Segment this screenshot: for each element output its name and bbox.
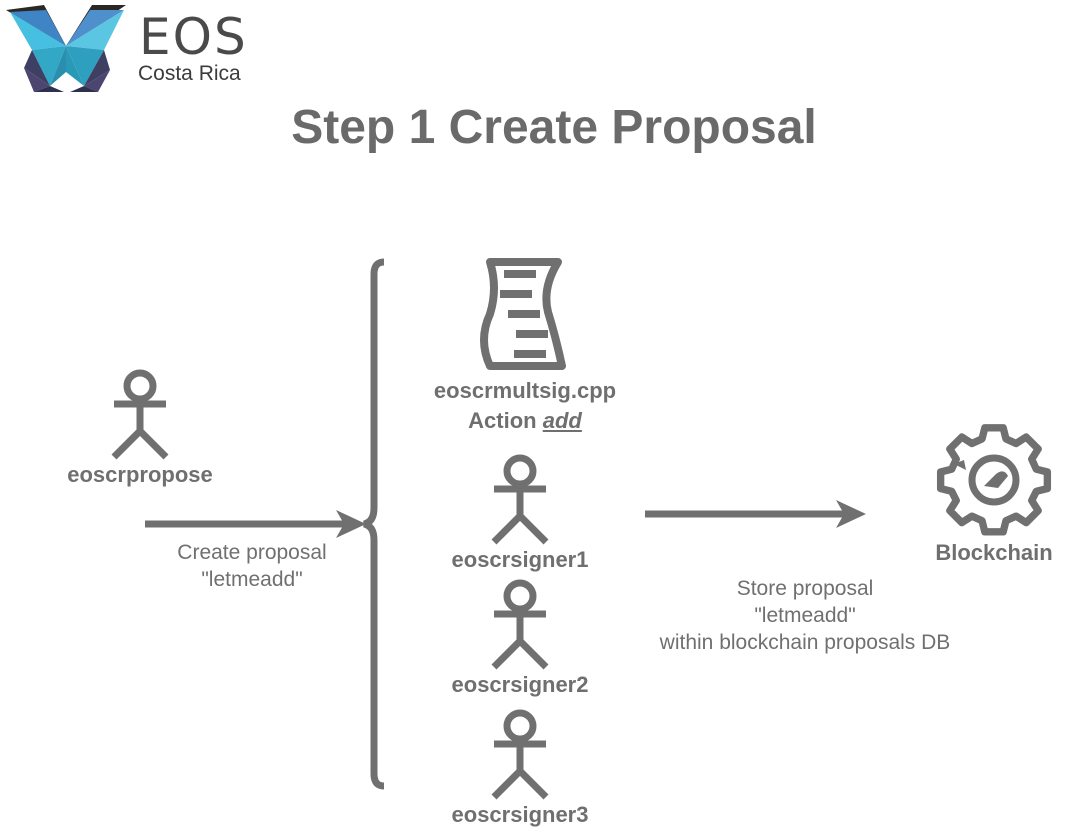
proposer-label: eoscrpropose <box>67 462 213 487</box>
signer1-label: eoscrsigner1 <box>451 547 589 572</box>
create-proposal-line1: Create proposal <box>177 541 327 564</box>
signer3-label: eoscrsigner3 <box>451 802 589 827</box>
blockchain-label: Blockchain <box>935 540 1053 565</box>
logo-subtitle: Costa Rica <box>138 62 241 85</box>
store-proposal-label: Store proposal "letmeadd" within blockch… <box>630 575 980 656</box>
contract-document-icon <box>480 258 566 370</box>
diagram-title: Step 1 Create Proposal <box>291 101 817 154</box>
signer2-label: eoscrsigner2 <box>451 672 589 697</box>
create-proposal-arrow <box>145 510 366 538</box>
contract-action-prefix: Action <box>468 408 537 433</box>
butterfly-logo-icon <box>6 5 126 92</box>
store-proposal-line3: within blockchain proposals DB <box>659 631 951 654</box>
eos-costa-rica-logo: EOS Costa Rica <box>4 4 254 96</box>
logo-wordmark: EOS <box>139 8 248 66</box>
signer3-actor-icon <box>494 713 546 797</box>
store-proposal-arrow <box>645 500 866 528</box>
create-proposal-label: Create proposal "letmeadd" <box>152 539 352 593</box>
contract-file-name: eoscrmultsig.cpp <box>433 378 617 403</box>
blockchain-gear-icon <box>936 424 1052 536</box>
signer1-actor-icon <box>494 458 546 542</box>
contract-label: eoscrmultsig.cpp Action add <box>400 376 650 436</box>
create-proposal-line2: "letmeadd" <box>201 568 303 591</box>
contract-action: Action add <box>400 406 650 436</box>
store-proposal-line1: Store proposal <box>736 577 874 600</box>
contract-action-name: add <box>542 408 582 433</box>
store-proposal-line2: "letmeadd" <box>754 604 856 627</box>
proposer-actor-icon <box>114 373 166 457</box>
group-brace <box>363 258 385 790</box>
signer2-actor-icon <box>494 583 546 667</box>
